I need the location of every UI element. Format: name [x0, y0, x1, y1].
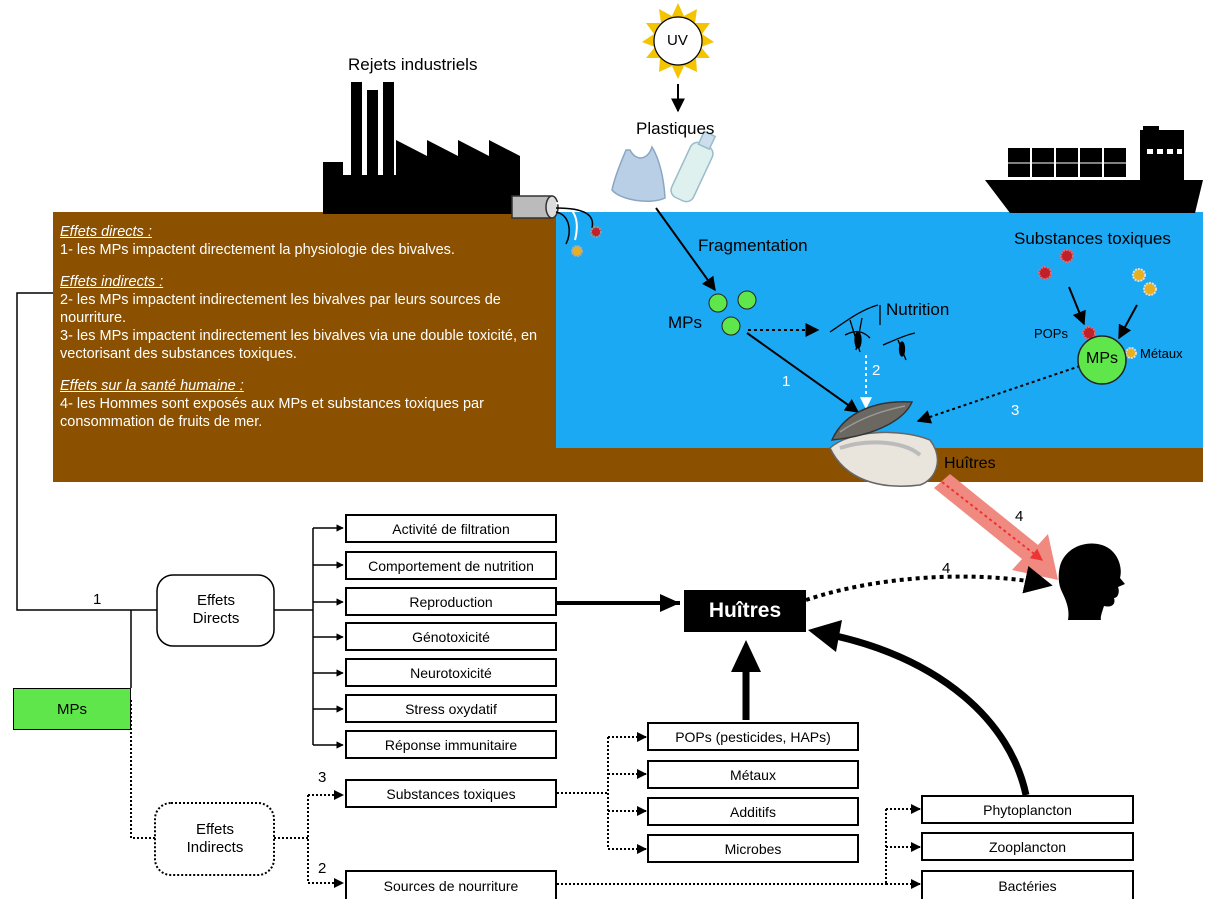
- oysters-target-box: Huîtres: [684, 590, 806, 632]
- factory-icon: [323, 82, 520, 214]
- mps-ball: [1077, 335, 1127, 385]
- toxic-to-oyster-arrow: [731, 640, 761, 672]
- indirect-node-label: Effets Indirects: [186, 821, 244, 856]
- toxic-item-box: Métaux: [647, 760, 859, 789]
- path-3-label: 3: [1011, 402, 1020, 419]
- industry-label: Rejets industriels: [348, 55, 478, 74]
- direct-effect-box: Réponse immunitaire: [345, 730, 557, 759]
- branch-label-2: 2: [318, 860, 327, 877]
- metals-label: Métaux: [1140, 346, 1183, 361]
- plastic-bag-icon: [611, 145, 666, 202]
- toxic-substances-box: Substances toxiques: [345, 779, 557, 808]
- direct-effect-box: Neurotoxicité: [345, 658, 557, 687]
- toxic-particles: [1038, 249, 1157, 359]
- plankton-icon: [829, 304, 916, 361]
- food-to-oyster-shaft: [835, 632, 1030, 796]
- path-1-arrow: [746, 332, 860, 413]
- branch-label-3: 3: [318, 769, 327, 786]
- direct-node-shape: [156, 574, 275, 647]
- indirect-node-shape: [154, 802, 275, 876]
- indirect-text-2: 2- les MPs impactent indirectement les b…: [60, 292, 501, 326]
- toxic-item-box: Microbes: [647, 834, 859, 863]
- oyster-to-human-dotted: [805, 566, 1053, 602]
- food-to-oyster-arrow: [808, 620, 842, 652]
- food-item-box: Bactéries: [921, 870, 1134, 899]
- direct-to-oyster-arrow: [660, 594, 680, 612]
- path-3-arrow: [916, 365, 1081, 424]
- microplastic-particles: [708, 290, 757, 336]
- nutrition-label: Nutrition: [886, 300, 950, 319]
- indirect-text-3: 3- les MPs impactent indirectement les b…: [60, 328, 538, 362]
- toxic-item-box: Additifs: [647, 797, 859, 826]
- pops-label: POPs: [1034, 326, 1068, 341]
- human-head-icon: [1058, 543, 1125, 620]
- direct-effect-box: Activité de filtration: [345, 514, 557, 543]
- direct-effect-box: Comportement de nutrition: [345, 551, 557, 580]
- health-text: 4- les Hommes sont exposés aux MPs et su…: [60, 396, 484, 430]
- mps-ball-label: MPs: [1086, 350, 1118, 367]
- direct-effect-box: Reproduction: [345, 587, 557, 616]
- metals-arrow: [1118, 304, 1138, 340]
- direct-branch-arrows: [313, 524, 344, 749]
- food-sources-box: Sources de nourriture: [345, 870, 557, 899]
- path-1-label: 1: [782, 373, 791, 390]
- indirect-title: Effets indirects :: [60, 274, 164, 290]
- branch-label-1: 1: [93, 591, 102, 608]
- fragmentation-label: Fragmentation: [698, 236, 808, 255]
- mps-label: MPs: [668, 313, 702, 332]
- direct-title: Effets directs :: [60, 224, 152, 240]
- pops-arrow: [1068, 286, 1086, 326]
- fragmentation-arrow: [655, 207, 716, 292]
- direct-effect-box: Stress oxydatif: [345, 694, 557, 723]
- food-item-box: Phytoplancton: [921, 795, 1134, 824]
- uv-label: UV: [667, 32, 688, 49]
- plastics-label: Plastiques: [636, 119, 715, 138]
- health-title: Effets sur la santé humaine :: [60, 378, 244, 394]
- bottle-icon: [670, 130, 717, 203]
- path-4-label-dotted: 4: [942, 560, 951, 577]
- toxic-item-box: POPs (pesticides, HAPs): [647, 722, 859, 751]
- ship-icon: [985, 126, 1203, 213]
- oysters-label: Huîtres: [944, 455, 996, 472]
- direct-effect-box: Génotoxicité: [345, 622, 557, 651]
- consumption-arrow: [934, 474, 1058, 580]
- path-2-label: 2: [872, 362, 881, 379]
- path-4-label-red: 4: [1015, 508, 1024, 525]
- food-item-box: Zooplancton: [921, 832, 1134, 861]
- legend-panel: [53, 212, 556, 482]
- indirect-branch-lines: [130, 700, 921, 889]
- legend-text: Effets directs : 1- les MPs impactent di…: [60, 223, 552, 431]
- direct-node-label: Effets Directs: [192, 592, 240, 627]
- pipe-icon: [511, 195, 602, 257]
- mps-root-box: MPs: [13, 688, 131, 730]
- sun-icon: [642, 3, 714, 79]
- oyster-icon: [829, 401, 939, 487]
- toxic-label: Substances toxiques: [1014, 229, 1171, 248]
- direct-text: 1- les MPs impactent directement la phys…: [60, 242, 455, 258]
